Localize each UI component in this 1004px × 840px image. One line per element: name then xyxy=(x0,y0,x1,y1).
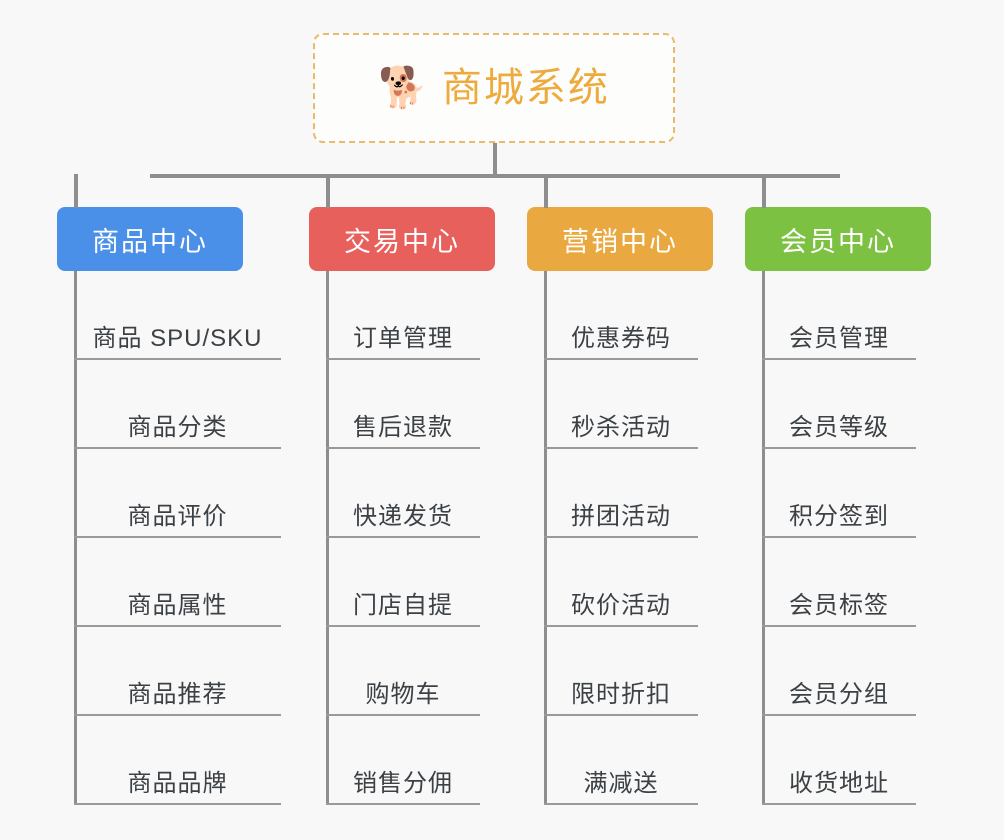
leaf-item-label: 门店自提 xyxy=(353,591,453,619)
leaf-item[interactable]: 收货地址 xyxy=(762,716,916,805)
connector-drop-marketing-center xyxy=(544,174,548,208)
category-header-label: 营销中心 xyxy=(562,226,678,257)
leaf-item[interactable]: 限时折扣 xyxy=(544,627,698,716)
leaf-item-label: 快递发货 xyxy=(353,502,453,530)
leaf-list-member-center: 会员管理会员等级积分签到会员标签会员分组收货地址 xyxy=(762,271,916,805)
leaf-item-label: 订单管理 xyxy=(353,324,453,352)
leaf-list-product-center: 商品 SPU/SKU 商品分类商品评价商品属性商品推荐商品品牌 xyxy=(74,271,281,805)
leaf-item[interactable]: 会员等级 xyxy=(762,360,916,449)
leaf-item[interactable]: 销售分佣 xyxy=(326,716,480,805)
leaf-list-marketing-center: 优惠券码秒杀活动拼团活动砍价活动限时折扣满减送 xyxy=(544,271,698,805)
root-node-title: 商城系统 xyxy=(441,66,610,110)
connector-drop-trade-center xyxy=(326,174,330,208)
leaf-list-trade-center: 订单管理售后退款快递发货门店自提购物车销售分佣 xyxy=(326,271,480,805)
leaf-item[interactable]: 拼团活动 xyxy=(544,449,698,538)
leaf-item[interactable]: 商品分类 xyxy=(74,360,281,449)
leaf-item-label: 满减送 xyxy=(583,769,659,797)
spine-trade-center xyxy=(326,271,329,805)
leaf-item-label: 售后退款 xyxy=(353,413,453,441)
column-marketing-center: 营销中心优惠券码秒杀活动拼团活动砍价活动限时折扣满减送 xyxy=(527,207,713,805)
root-node-shop-system[interactable]: 🐕 商城系统 xyxy=(313,33,675,143)
connector-drop-member-center xyxy=(762,174,766,208)
category-header-label: 商品中心 xyxy=(92,226,208,257)
leaf-item[interactable]: 积分签到 xyxy=(762,449,916,538)
category-header-trade-center[interactable]: 交易中心 xyxy=(309,207,495,271)
column-product-center: 商品中心商品 SPU/SKU 商品分类商品评价商品属性商品推荐商品品牌 xyxy=(57,207,281,805)
spine-marketing-center xyxy=(544,271,547,805)
leaf-item[interactable]: 商品推荐 xyxy=(74,627,281,716)
leaf-item[interactable]: 商品评价 xyxy=(74,449,281,538)
column-trade-center: 交易中心订单管理售后退款快递发货门店自提购物车销售分佣 xyxy=(309,207,495,805)
leaf-item[interactable]: 快递发货 xyxy=(326,449,480,538)
leaf-item[interactable]: 会员分组 xyxy=(762,627,916,716)
leaf-item-label: 商品推荐 xyxy=(127,680,228,708)
leaf-item-label: 商品属性 xyxy=(127,591,228,619)
leaf-item-label: 购物车 xyxy=(365,680,441,708)
leaf-item[interactable]: 门店自提 xyxy=(326,538,480,627)
leaf-item[interactable]: 会员标签 xyxy=(762,538,916,627)
leaf-item[interactable]: 购物车 xyxy=(326,627,480,716)
leaf-item[interactable]: 商品属性 xyxy=(74,538,281,627)
leaf-item-label: 会员管理 xyxy=(789,324,889,352)
leaf-item-label: 会员等级 xyxy=(789,413,889,441)
leaf-item-label: 商品品牌 xyxy=(127,769,228,797)
leaf-item[interactable]: 秒杀活动 xyxy=(544,360,698,449)
category-header-member-center[interactable]: 会员中心 xyxy=(745,207,931,271)
leaf-item-label: 商品 SPU/SKU xyxy=(92,324,263,352)
leaf-item-label: 砍价活动 xyxy=(571,591,671,619)
leaf-item[interactable]: 满减送 xyxy=(544,716,698,805)
leaf-item-label: 销售分佣 xyxy=(353,769,453,797)
category-header-product-center[interactable]: 商品中心 xyxy=(57,207,243,271)
leaf-item[interactable]: 会员管理 xyxy=(762,271,916,360)
category-header-label: 交易中心 xyxy=(344,226,460,257)
leaf-item-label: 积分签到 xyxy=(789,502,889,530)
leaf-item-label: 收货地址 xyxy=(789,769,889,797)
leaf-item[interactable]: 商品 SPU/SKU xyxy=(74,271,281,360)
spine-member-center xyxy=(762,271,765,805)
leaf-item-label: 优惠券码 xyxy=(571,324,671,352)
connector-horizontal-bus xyxy=(150,174,840,178)
shiba-dog-face-icon: 🐕 xyxy=(378,66,428,110)
leaf-item-label: 拼团活动 xyxy=(571,502,671,530)
leaf-item[interactable]: 优惠券码 xyxy=(544,271,698,360)
connector-drop-product-center xyxy=(74,174,78,208)
connector-root-stem xyxy=(493,143,497,176)
leaf-item[interactable]: 售后退款 xyxy=(326,360,480,449)
category-header-marketing-center[interactable]: 营销中心 xyxy=(527,207,713,271)
leaf-item-label: 会员标签 xyxy=(789,591,889,619)
leaf-item-label: 商品分类 xyxy=(127,413,228,441)
leaf-item-label: 秒杀活动 xyxy=(571,413,671,441)
leaf-item-label: 商品评价 xyxy=(127,502,228,530)
column-member-center: 会员中心会员管理会员等级积分签到会员标签会员分组收货地址 xyxy=(745,207,931,805)
leaf-item[interactable]: 订单管理 xyxy=(326,271,480,360)
leaf-item[interactable]: 商品品牌 xyxy=(74,716,281,805)
spine-product-center xyxy=(74,271,77,805)
leaf-item-label: 会员分组 xyxy=(789,680,889,708)
leaf-item-label: 限时折扣 xyxy=(571,680,671,708)
leaf-item[interactable]: 砍价活动 xyxy=(544,538,698,627)
category-header-label: 会员中心 xyxy=(780,226,896,257)
